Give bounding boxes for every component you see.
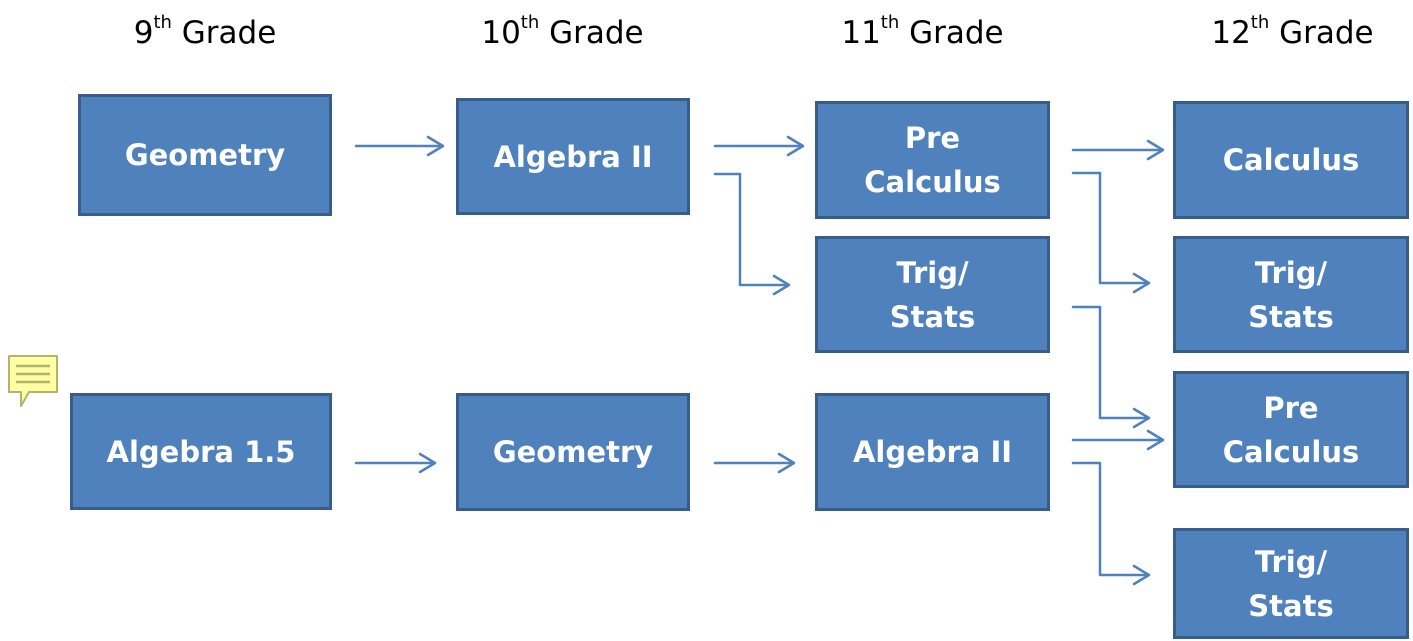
arrow-algebra2-11-to-precalc12 [1071, 429, 1165, 451]
course-box-algebra2-11th[interactable]: Algebra II [815, 393, 1050, 511]
header-12th-label: Grade [1269, 15, 1374, 51]
header-12th-grade: 12th Grade [1185, 8, 1400, 58]
course-box-geometry-10th[interactable]: Geometry [456, 393, 690, 511]
arrow-geometry10-to-algebra2-11 [713, 452, 796, 474]
header-11th-suffix: th [880, 11, 900, 33]
arrow-trigstats11-to-precalc12 [1071, 305, 1151, 429]
header-9th-suffix: th [153, 11, 172, 33]
header-11th-grade: 11th Grade [815, 8, 1030, 58]
header-11th-label: Grade [899, 15, 1004, 51]
header-10th-label: Grade [539, 15, 644, 51]
header-10th-number: 10 [481, 15, 521, 51]
header-9th-number: 9 [133, 15, 154, 51]
arrow-precalc11-to-trigstats12-top [1071, 171, 1151, 294]
header-12th-suffix: th [1250, 11, 1270, 33]
header-11th-number: 11 [841, 15, 881, 51]
course-box-trigstats-12th-top[interactable]: Trig/ Stats [1173, 236, 1409, 353]
header-10th-grade: 10th Grade [455, 8, 670, 58]
course-box-geometry-9th[interactable]: Geometry [78, 94, 332, 216]
course-box-trigstats-12th-bottom[interactable]: Trig/ Stats [1173, 528, 1409, 639]
course-box-calculus-12th[interactable]: Calculus [1173, 101, 1409, 219]
course-box-algebra2-10th[interactable]: Algebra II [456, 98, 690, 215]
course-box-trigstats-11th[interactable]: Trig/ Stats [815, 236, 1050, 353]
header-12th-number: 12 [1211, 15, 1251, 51]
header-9th-label: Grade [171, 15, 277, 51]
comment-note-icon[interactable] [7, 354, 59, 408]
arrow-algebra2-10-to-precalc11 [713, 135, 805, 157]
arrow-geometry9-to-algebra2-10 [354, 135, 445, 157]
header-10th-suffix: th [520, 11, 540, 33]
arrow-precalc11-to-calculus12 [1071, 139, 1165, 161]
course-box-algebra15-9th[interactable]: Algebra 1.5 [70, 393, 332, 510]
header-9th-grade: 9th Grade [100, 8, 310, 58]
course-box-precalculus-11th[interactable]: Pre Calculus [815, 101, 1050, 219]
arrow-algebra2-10-to-trigstats11 [713, 172, 791, 296]
arrow-algebra15-9-to-geometry10 [354, 452, 437, 474]
arrow-algebra2-11-to-trigstats12-bottom [1071, 461, 1151, 586]
course-box-precalculus-12th[interactable]: Pre Calculus [1173, 371, 1409, 488]
